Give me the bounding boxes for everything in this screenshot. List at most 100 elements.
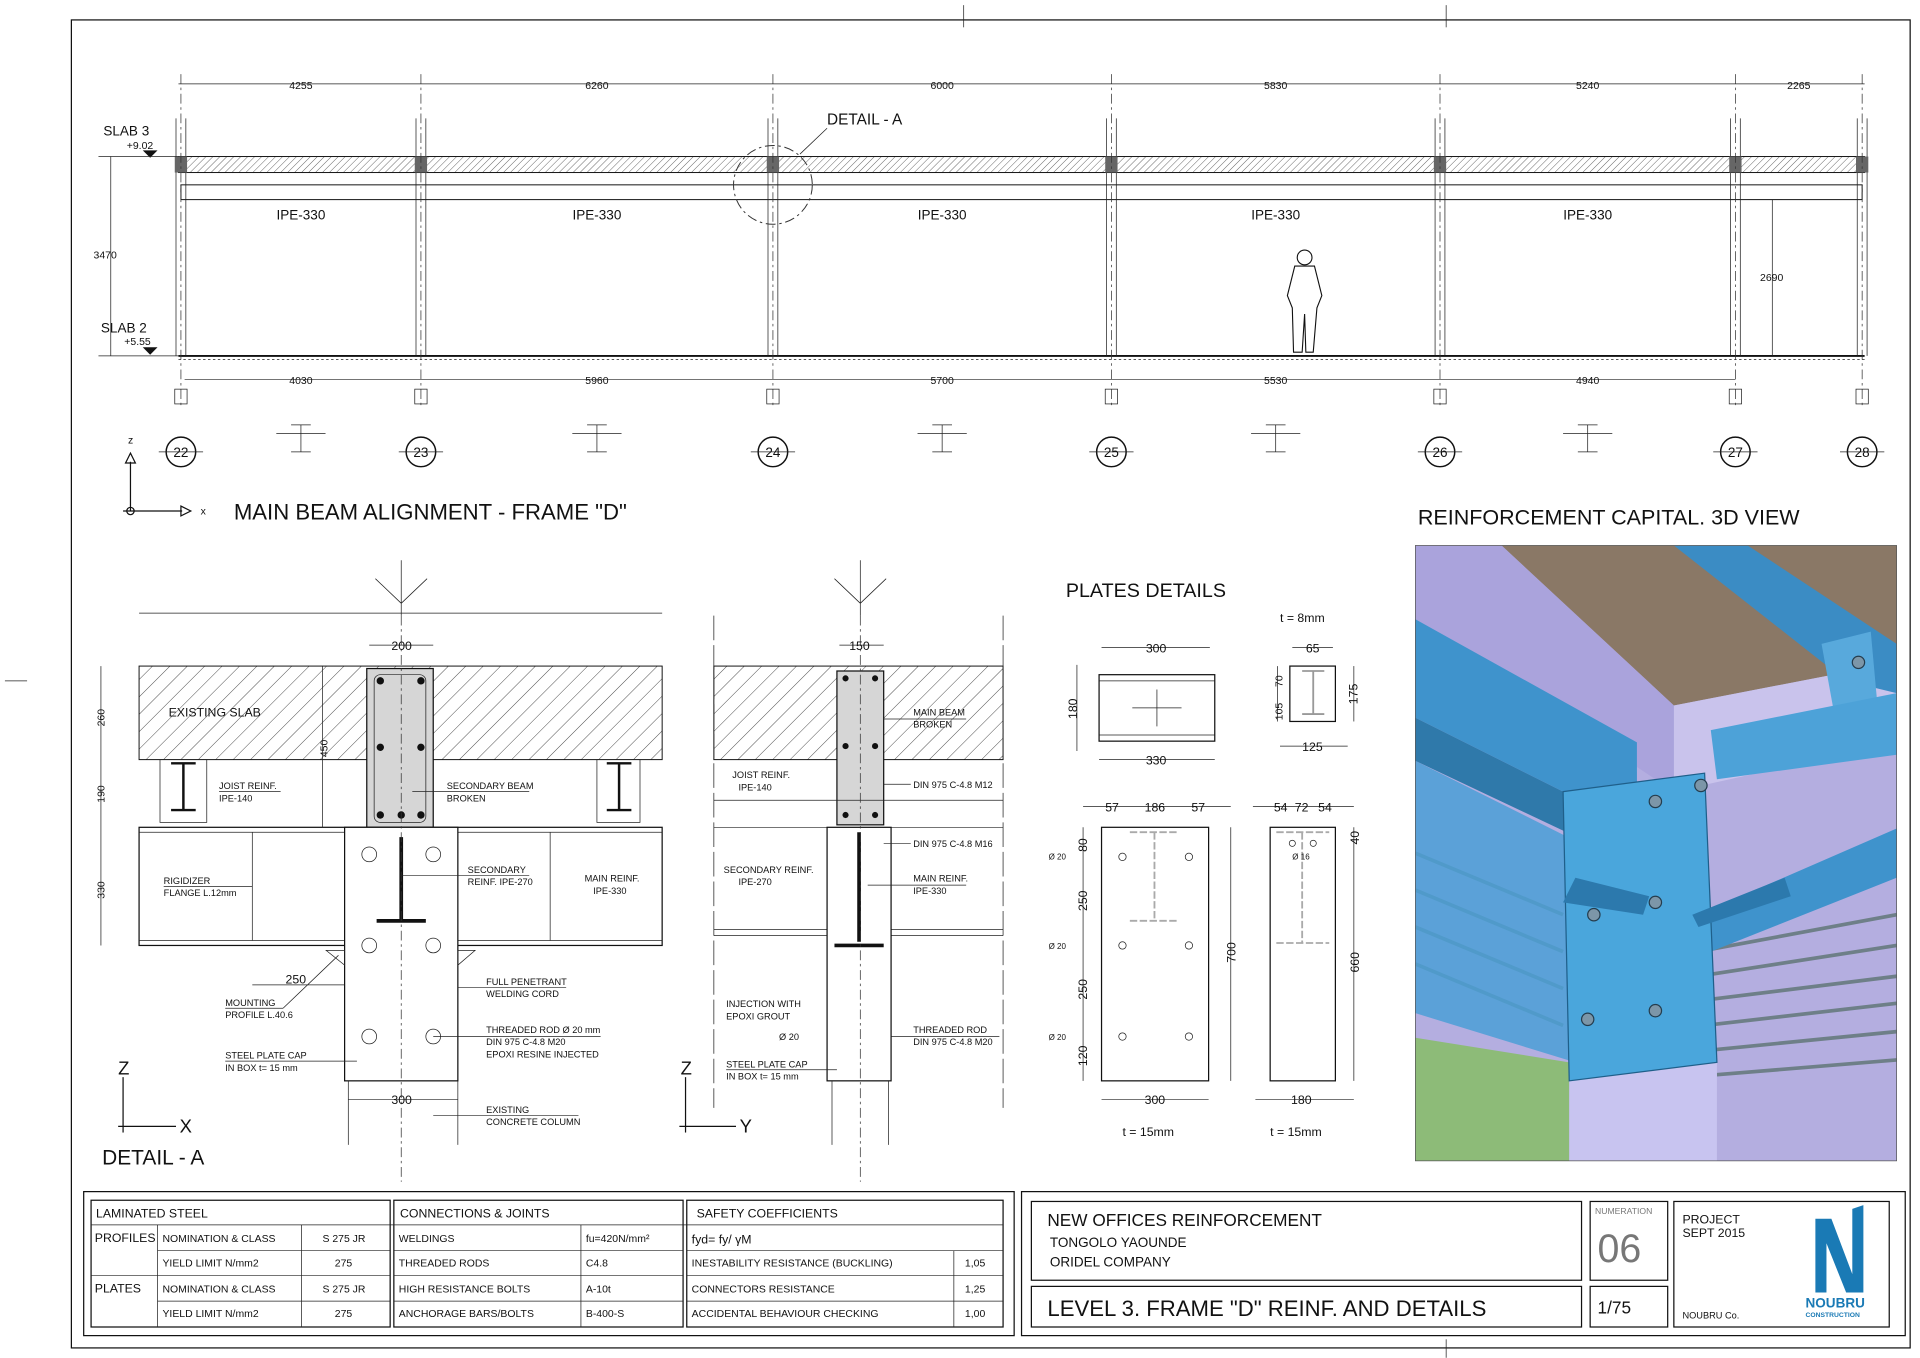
detail-a-callout-circle[interactable]	[733, 144, 813, 225]
p3-dim-left-3: 250	[1076, 979, 1090, 1000]
p4-dim-height: 660	[1348, 952, 1362, 973]
p3-dim-top-mid: 186	[1145, 800, 1166, 814]
p4-dim-top-right: 54	[1318, 800, 1332, 814]
column	[766, 74, 780, 407]
project-client: ORIDEL COMPANY	[1050, 1255, 1171, 1270]
dim-300: 300	[391, 1093, 412, 1107]
label-main-reinf-profile: IPE-330	[593, 886, 626, 896]
column	[174, 74, 188, 407]
svg-text:CONNECTORS RESISTANCE: CONNECTORS RESISTANCE	[692, 1285, 835, 1296]
label-mounting-profile: PROFILE L.40.6	[225, 1010, 293, 1020]
numeration-label: NUMERATION	[1595, 1206, 1652, 1216]
xz-axis-icon: z x	[123, 435, 207, 518]
label-concrete-column: CONCRETE COLUMN	[486, 1117, 580, 1127]
label-secondary-reinf: SECONDARY	[468, 865, 526, 875]
svg-text:x: x	[201, 507, 207, 518]
column	[414, 74, 428, 407]
dimension-top: 5830	[1264, 81, 1287, 92]
dimension-bottom: 5530	[1264, 376, 1287, 387]
label-joist-profile: IPE-140	[219, 793, 252, 803]
grid-bubble: 26	[1417, 436, 1463, 468]
elevation-title: MAIN BEAM ALIGNMENT - FRAME "D"	[234, 500, 627, 525]
dim-200: 200	[391, 639, 412, 653]
p3-hole-1: Ø 20	[1049, 852, 1067, 861]
p2-dim-bottom: 125	[1302, 740, 1323, 754]
grid-label: 25	[1104, 445, 1119, 460]
column	[1433, 74, 1447, 407]
detail-a-callout[interactable]: DETAIL - A	[827, 112, 903, 129]
svg-text:YIELD LIMIT N/mm2: YIELD LIMIT N/mm2	[162, 1259, 258, 1270]
beam-section-symbol	[276, 424, 326, 453]
label-joist-profile: IPE-140	[738, 782, 771, 792]
dim-330: 330	[97, 881, 108, 899]
svg-text:B-400-S: B-400-S	[586, 1309, 624, 1320]
p3-thickness: t = 15mm	[1122, 1125, 1174, 1139]
grid-label: 26	[1432, 445, 1447, 460]
dimension-bottom: 4940	[1576, 376, 1599, 387]
project-location: TONGOLO YAOUNDE	[1050, 1235, 1187, 1250]
label-main-reinf: MAIN REINF.	[585, 873, 640, 883]
p4-dim-bottom: 180	[1291, 1093, 1312, 1107]
dimension-bottom: 5700	[931, 376, 954, 387]
p3-dim-height: 700	[1225, 942, 1239, 963]
p3-dim-top-right: 57	[1191, 800, 1205, 814]
label-existing-slab: EXISTING SLAB	[169, 706, 261, 720]
svg-text:NOMINATION & CLASS: NOMINATION & CLASS	[162, 1285, 275, 1296]
dimension-bottom: 4030	[289, 376, 312, 387]
label-threaded-rod-epoxi: EPOXI RESINE INJECTED	[486, 1049, 599, 1059]
grid-label: 22	[173, 445, 188, 460]
drawing-scale: 1/75	[1598, 1297, 1632, 1317]
p4-dim-right-top: 40	[1348, 831, 1362, 845]
svg-text:1,05: 1,05	[965, 1259, 986, 1270]
svg-text:Y: Y	[740, 1116, 752, 1137]
label-steel-plate-cap: STEEL PLATE CAP	[225, 1051, 306, 1061]
label-secondary-beam-broken: BROKEN	[447, 793, 486, 803]
dimension-top: 5240	[1576, 81, 1599, 92]
dimension-bottom: 5960	[585, 376, 608, 387]
grid-bubble: 24	[750, 436, 796, 468]
svg-text:ANCHORAGE BARS/BOLTS: ANCHORAGE BARS/BOLTS	[399, 1309, 534, 1320]
beam-label: IPE-330	[277, 207, 326, 222]
grid-bubble: 27	[1713, 436, 1758, 468]
label-secondary-reinf: SECONDARY REINF.	[724, 865, 814, 875]
label-rod-diameter: Ø 20	[779, 1032, 799, 1042]
svg-text:CONSTRUCTION: CONSTRUCTION	[1806, 1312, 1860, 1319]
svg-text:275: 275	[335, 1259, 353, 1270]
safety-row: CONNECTORS RESISTANCE 1,25	[692, 1285, 986, 1296]
dim-450: 450	[319, 740, 330, 758]
beam-label: IPE-330	[1563, 207, 1612, 222]
connections-row: ANCHORAGE BARS/BOLTS B-400-S	[399, 1309, 624, 1320]
plates-title: PLATES DETAILS	[1066, 580, 1226, 602]
svg-text:INESTABILITY RESISTANCE (BUCKL: INESTABILITY RESISTANCE (BUCKLING)	[692, 1259, 893, 1270]
column	[1104, 74, 1118, 407]
grid-bubble: 22	[158, 436, 204, 468]
company-name: NOUBRU Co.	[1682, 1310, 1739, 1320]
p4-hole: Ø 16	[1292, 852, 1310, 861]
label-mounting: MOUNTING	[225, 998, 275, 1008]
slab3-label: SLAB 3	[103, 124, 149, 139]
project-date: SEPT 2015	[1682, 1226, 1745, 1240]
svg-text:YIELD LIMIT N/mm2: YIELD LIMIT N/mm2	[162, 1309, 258, 1320]
xz-axis-icon: Z X	[118, 1058, 192, 1137]
grid-bubble: 25	[1089, 436, 1134, 468]
svg-text:X: X	[180, 1116, 192, 1137]
label-rigidizer-flange: FLANGE L.12mm	[164, 888, 237, 898]
svg-text:S 275 JR: S 275 JR	[322, 1234, 365, 1245]
label-bolt-m12: DIN 975 C-4.8 M12	[913, 780, 992, 790]
label-threaded-rod-din: DIN 975 C-4.8 M20	[913, 1037, 992, 1047]
connections-header: CONNECTIONS & JOINTS	[400, 1206, 550, 1220]
safety-formula: fyd= fy/ γM	[692, 1232, 752, 1246]
label-rigidizer: RIGIDIZER	[164, 876, 211, 886]
specification-tables: LAMINATED STEEL PROFILES PLATES NOMINATI…	[83, 1191, 1015, 1337]
project-name: NEW OFFICES REINFORCEMENT	[1047, 1210, 1322, 1230]
numeration-value: 06	[1598, 1227, 1642, 1271]
svg-text:1,25: 1,25	[965, 1285, 986, 1296]
dim-190: 190	[97, 785, 108, 803]
p3-hole-2: Ø 20	[1049, 942, 1067, 951]
